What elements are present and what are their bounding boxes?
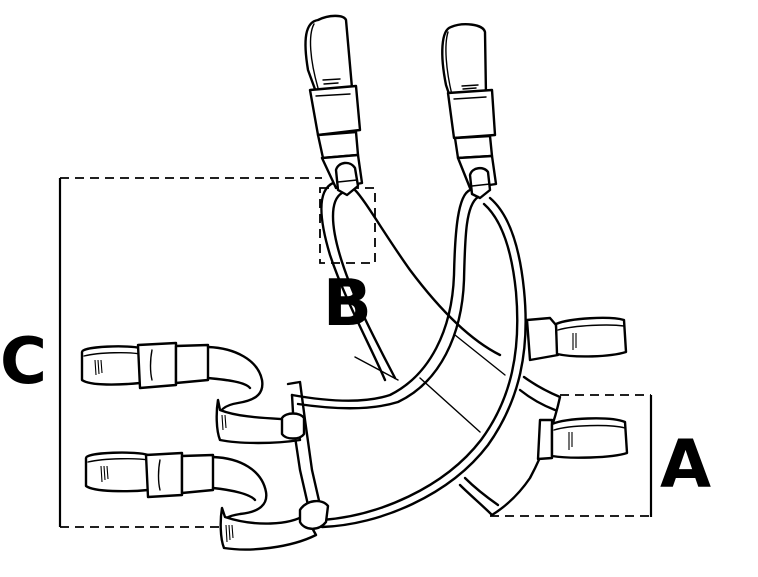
left-top-buckle-strap — [304, 14, 364, 197]
label-c: C — [0, 325, 47, 399]
right-top-buckle-strap — [441, 23, 498, 200]
label-b: B — [323, 267, 372, 341]
right-lower-strap-tab — [536, 417, 629, 461]
bracket-a — [490, 394, 653, 517]
right-upper-strap-tab — [525, 316, 628, 362]
label-a: A — [660, 426, 712, 503]
detail-box-b — [319, 187, 376, 264]
inner-cradle-pad — [354, 334, 506, 433]
left-lower-strap-loop — [84, 451, 330, 551]
left-upper-strap-loop — [80, 341, 306, 445]
main-cradle-frame — [286, 181, 527, 529]
